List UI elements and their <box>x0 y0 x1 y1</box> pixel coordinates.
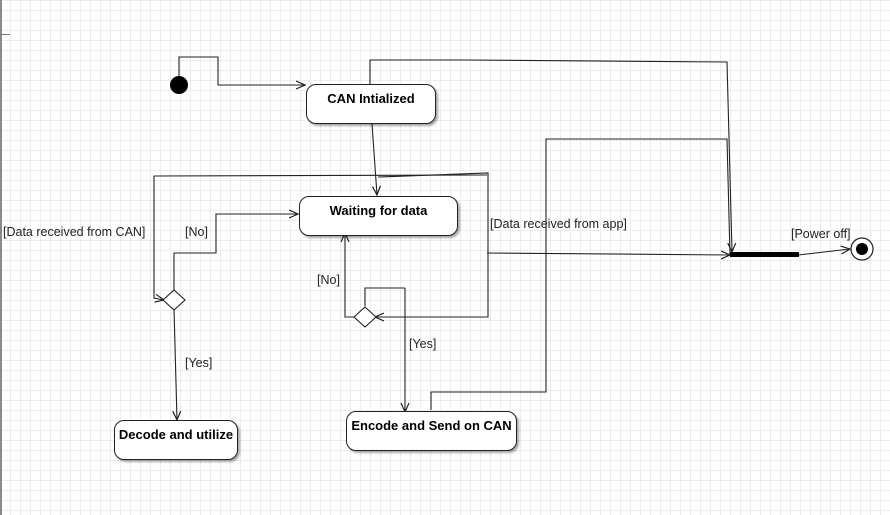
guard-power-off: [Power off] <box>791 227 851 241</box>
join-bar <box>730 252 799 257</box>
transition-start-to-can-init <box>178 56 305 85</box>
decision-right <box>353 306 377 328</box>
guard-left-yes: [Yes] <box>185 356 213 370</box>
transition-right-no-to-waiting <box>345 233 354 318</box>
transition-can-init-to-waiting <box>371 123 377 195</box>
transition-data-received-from-app <box>375 172 489 317</box>
guard-data-received-from-can: [Data received from CAN] <box>3 225 146 239</box>
transition-left-yes-to-decode <box>174 308 177 420</box>
state-waiting-for-data[interactable]: Waiting for data <box>299 196 458 236</box>
initial-node <box>170 76 188 94</box>
decision-left <box>162 289 186 311</box>
guard-left-no: [No] <box>185 225 208 239</box>
guard-right-yes: [Yes] <box>409 337 437 351</box>
transition-power-off <box>797 249 850 256</box>
transition-data-received-from-can <box>153 174 488 300</box>
state-can-initialized[interactable]: CAN Intialized <box>306 84 436 124</box>
state-can-initialized-label: CAN Intialized <box>327 91 415 106</box>
transition-left-no-to-waiting <box>173 214 298 290</box>
transition-can-init-to-join <box>369 59 732 252</box>
canvas-top-marker <box>0 34 10 35</box>
state-waiting-for-data-label: Waiting for data <box>329 203 428 218</box>
guard-data-received-from-app: [Data received from app] <box>490 217 627 231</box>
transition-waiting-to-join <box>486 253 730 255</box>
state-decode-and-utilize-label: Decode and utilize <box>118 427 234 442</box>
transition-right-decision-loop <box>364 287 405 306</box>
state-decode-and-utilize[interactable]: Decode and utilize <box>114 420 238 460</box>
state-encode-and-send-label: Encode and Send on CAN <box>351 418 512 433</box>
guard-right-no: [No] <box>317 273 340 287</box>
transition-encode-to-join <box>430 138 731 410</box>
canvas-left-border <box>0 0 2 515</box>
state-encode-and-send[interactable]: Encode and Send on CAN <box>346 411 517 451</box>
final-node-inner <box>856 243 868 255</box>
